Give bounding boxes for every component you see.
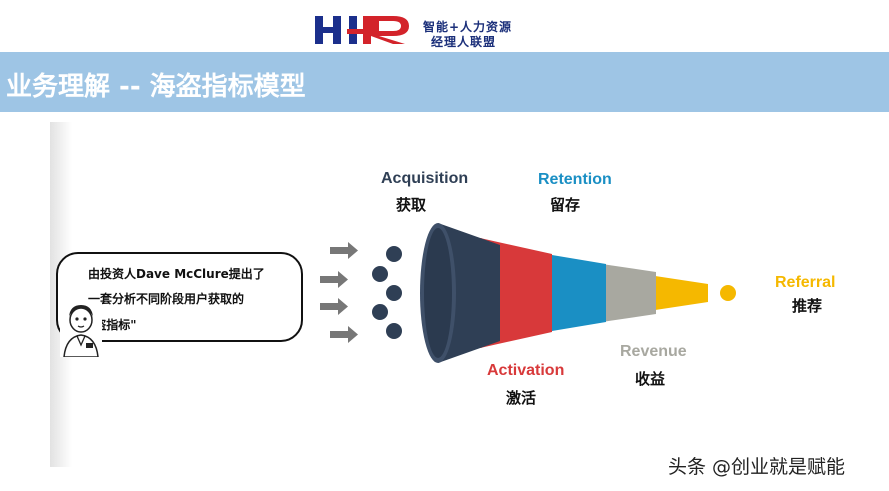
referral-label: Referral: [775, 274, 836, 291]
user-dot: [386, 285, 402, 301]
retention-label-cn: 留存: [550, 196, 581, 214]
arrow-icon: [320, 271, 348, 288]
revenue-label: Revenue: [620, 343, 687, 360]
referral-label-cn: 推荐: [792, 297, 823, 315]
activation-label: Activation: [487, 362, 565, 379]
org-name: 智能+人力资源 经理人联盟: [423, 20, 512, 50]
pirate-metrics-funnel: [320, 223, 736, 363]
user-dot: [386, 323, 402, 339]
activation-label-cn: 激活: [506, 389, 537, 407]
header: 智能+人力资源 经理人联盟: [0, 0, 889, 52]
person-avatar-icon: [60, 303, 102, 357]
acquisition-label-cn: 获取: [396, 196, 427, 214]
arrow-icon: [320, 298, 348, 315]
retention-label: Retention: [538, 171, 612, 188]
input-arrows: [320, 242, 358, 343]
user-dot: [372, 304, 388, 320]
org-line2: 经理人联盟: [431, 35, 497, 49]
bubble-text-line1: 由投资人Dave McClure提出了: [88, 267, 265, 281]
user-dots: [372, 246, 402, 339]
org-line1: 智能+人力资源: [423, 20, 513, 34]
arrow-icon: [330, 242, 358, 259]
output-dot: [720, 285, 736, 301]
bubble-text-line2: 一套分析不同阶段用户获取的: [88, 292, 245, 306]
funnel-stage-acquisition: [420, 223, 500, 363]
user-dot: [372, 266, 388, 282]
title-bar: 业务理解 -- 海盗指标模型: [0, 52, 889, 112]
page-title: 业务理解 -- 海盗指标模型: [6, 72, 306, 102]
acquisition-label: Acquisition: [381, 170, 469, 187]
revenue-label-cn: 收益: [635, 370, 666, 388]
hr-logo: [315, 16, 409, 44]
user-dot: [386, 246, 402, 262]
arrow-icon: [330, 326, 358, 343]
watermark: 头条 @创业就是赋能: [668, 456, 846, 478]
